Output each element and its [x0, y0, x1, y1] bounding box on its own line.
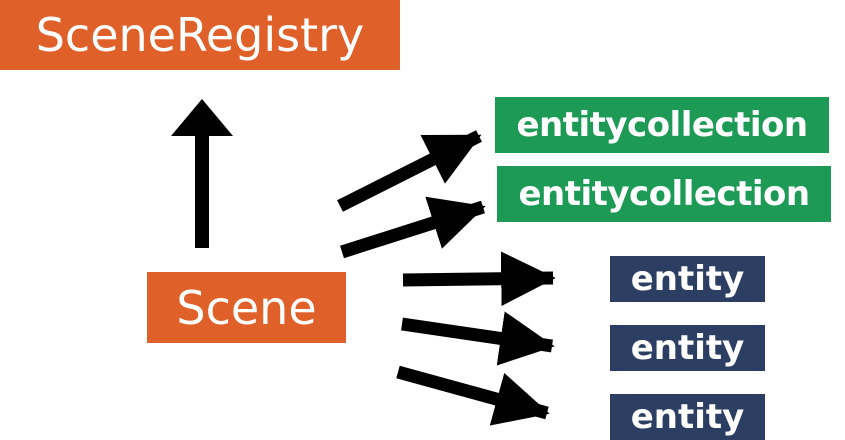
arrow-to-entity-2: [401, 311, 555, 366]
arrow-to-entity-3: [396, 365, 550, 426]
entity-collection-node-2: entitycollection: [497, 166, 831, 222]
arrow-to-entitycollection-2: [340, 196, 486, 259]
arrow-to-entitycollection-1: [337, 130, 482, 212]
arrow-up-head: [171, 99, 233, 136]
entity-collection-node-1: entitycollection: [495, 97, 829, 153]
scene-node: Scene: [147, 272, 346, 343]
entity-node-1: entity: [610, 256, 765, 302]
entity-node-2: entity: [610, 325, 765, 371]
scene-registry-node: SceneRegistry: [0, 0, 400, 70]
entity-node-3: entity: [610, 394, 765, 440]
arrow-to-entity-1: [402, 251, 556, 306]
arrow-up-shaft: [195, 134, 209, 248]
